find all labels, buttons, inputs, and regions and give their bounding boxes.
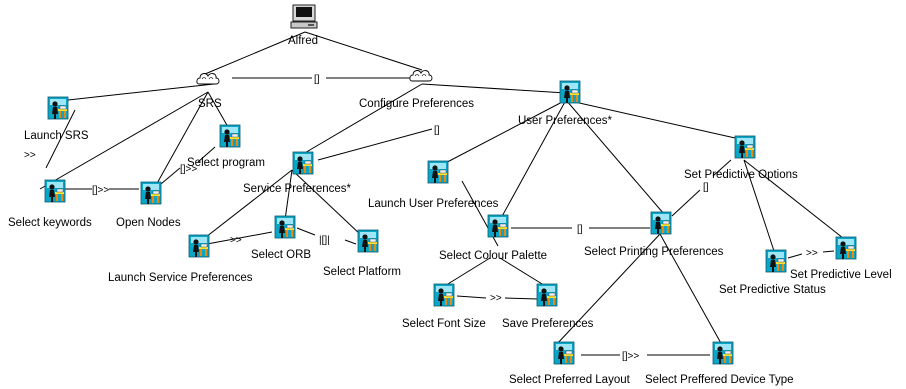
open-nodes-task-icon xyxy=(140,181,162,205)
select-orb-task-icon xyxy=(274,215,296,239)
operator-keywords-open: []>> xyxy=(92,185,109,196)
node-label-select-preffered-device-type: Select Preffered Device Type xyxy=(645,374,794,386)
node-label-select-font-size: Select Font Size xyxy=(402,318,486,330)
operator-font-save: >> xyxy=(490,293,502,304)
operator-orb-platform: |[]| xyxy=(319,235,330,246)
node-label-set-predictive-options: Set Predictive Options xyxy=(684,169,798,181)
node-label-set-predictive-status: Set Predictive Status xyxy=(719,284,826,296)
operator-launch-keywords: >> xyxy=(24,150,36,161)
select-platform-task-icon xyxy=(357,229,379,253)
operator-status-level: >> xyxy=(806,248,818,259)
node-label-launch-user-preferences: Launch User Preferences xyxy=(368,198,499,210)
operator-open-program: []>> xyxy=(180,164,197,175)
service-preferences-task-icon xyxy=(292,151,314,175)
operator-srs-config: [] xyxy=(314,74,320,85)
node-label-set-predictive-level: Set Predictive Level xyxy=(790,269,892,281)
launch-srs-task-icon xyxy=(47,96,69,120)
select-colour-palette-task-icon xyxy=(487,214,509,238)
node-label-select-orb: Select ORB xyxy=(251,249,311,261)
operator-layout-device: []>> xyxy=(622,351,639,362)
node-label-save-preferences: Save Preferences xyxy=(502,318,594,330)
node-label-srs: SRS xyxy=(198,98,222,110)
configure-preferences-cloud-icon xyxy=(409,70,433,82)
select-keywords-task-icon xyxy=(44,179,66,203)
select-font-size-task-icon xyxy=(433,283,455,307)
launch-service-preferences-task-icon xyxy=(188,234,210,258)
node-label-launch-service-preferences: Launch Service Preferences xyxy=(108,272,253,284)
set-predictive-level-task-icon xyxy=(835,236,857,260)
launch-user-preferences-task-icon xyxy=(427,160,449,184)
node-label-select-program: Select program xyxy=(187,157,265,169)
operator-service-user: [] xyxy=(434,125,440,136)
node-label-select-printing-preferences: Select Printing Preferences xyxy=(584,246,724,258)
operator-printing-predictive: [] xyxy=(703,182,709,193)
set-predictive-status-task-icon xyxy=(765,249,787,273)
node-label-select-colour-palette: Select Colour Palette xyxy=(439,250,547,262)
node-label-select-keywords: Select keywords xyxy=(8,217,92,229)
node-label-user-preferences: User Preferences* xyxy=(518,115,612,127)
operator-colour-printing: [] xyxy=(577,224,583,235)
operator-launch-orb: >> xyxy=(230,235,242,246)
node-label-service-preferences: Service Preferences* xyxy=(243,183,352,195)
srs-cloud-icon xyxy=(196,73,220,85)
computer-icon xyxy=(290,4,318,29)
select-program-task-icon xyxy=(219,124,241,148)
connectors xyxy=(39,31,844,356)
node-label-select-platform: Select Platform xyxy=(323,266,401,278)
select-preferred-layout-task-icon xyxy=(553,341,575,365)
save-preferences-task-icon xyxy=(536,283,558,307)
node-label-open-nodes: Open Nodes xyxy=(116,217,181,229)
user-preferences-task-icon xyxy=(559,80,581,104)
node-label-configure-preferences: Configure Preferences xyxy=(359,98,474,110)
select-printing-preferences-task-icon xyxy=(650,211,672,235)
node-label-select-preferred-layout: Select Preferred Layout xyxy=(509,374,631,386)
node-label-launch-srs: Launch SRS xyxy=(24,130,89,142)
select-preffered-device-type-task-icon xyxy=(712,341,734,365)
set-predictive-options-task-icon xyxy=(734,135,756,159)
root-label: Alfred xyxy=(288,35,318,47)
